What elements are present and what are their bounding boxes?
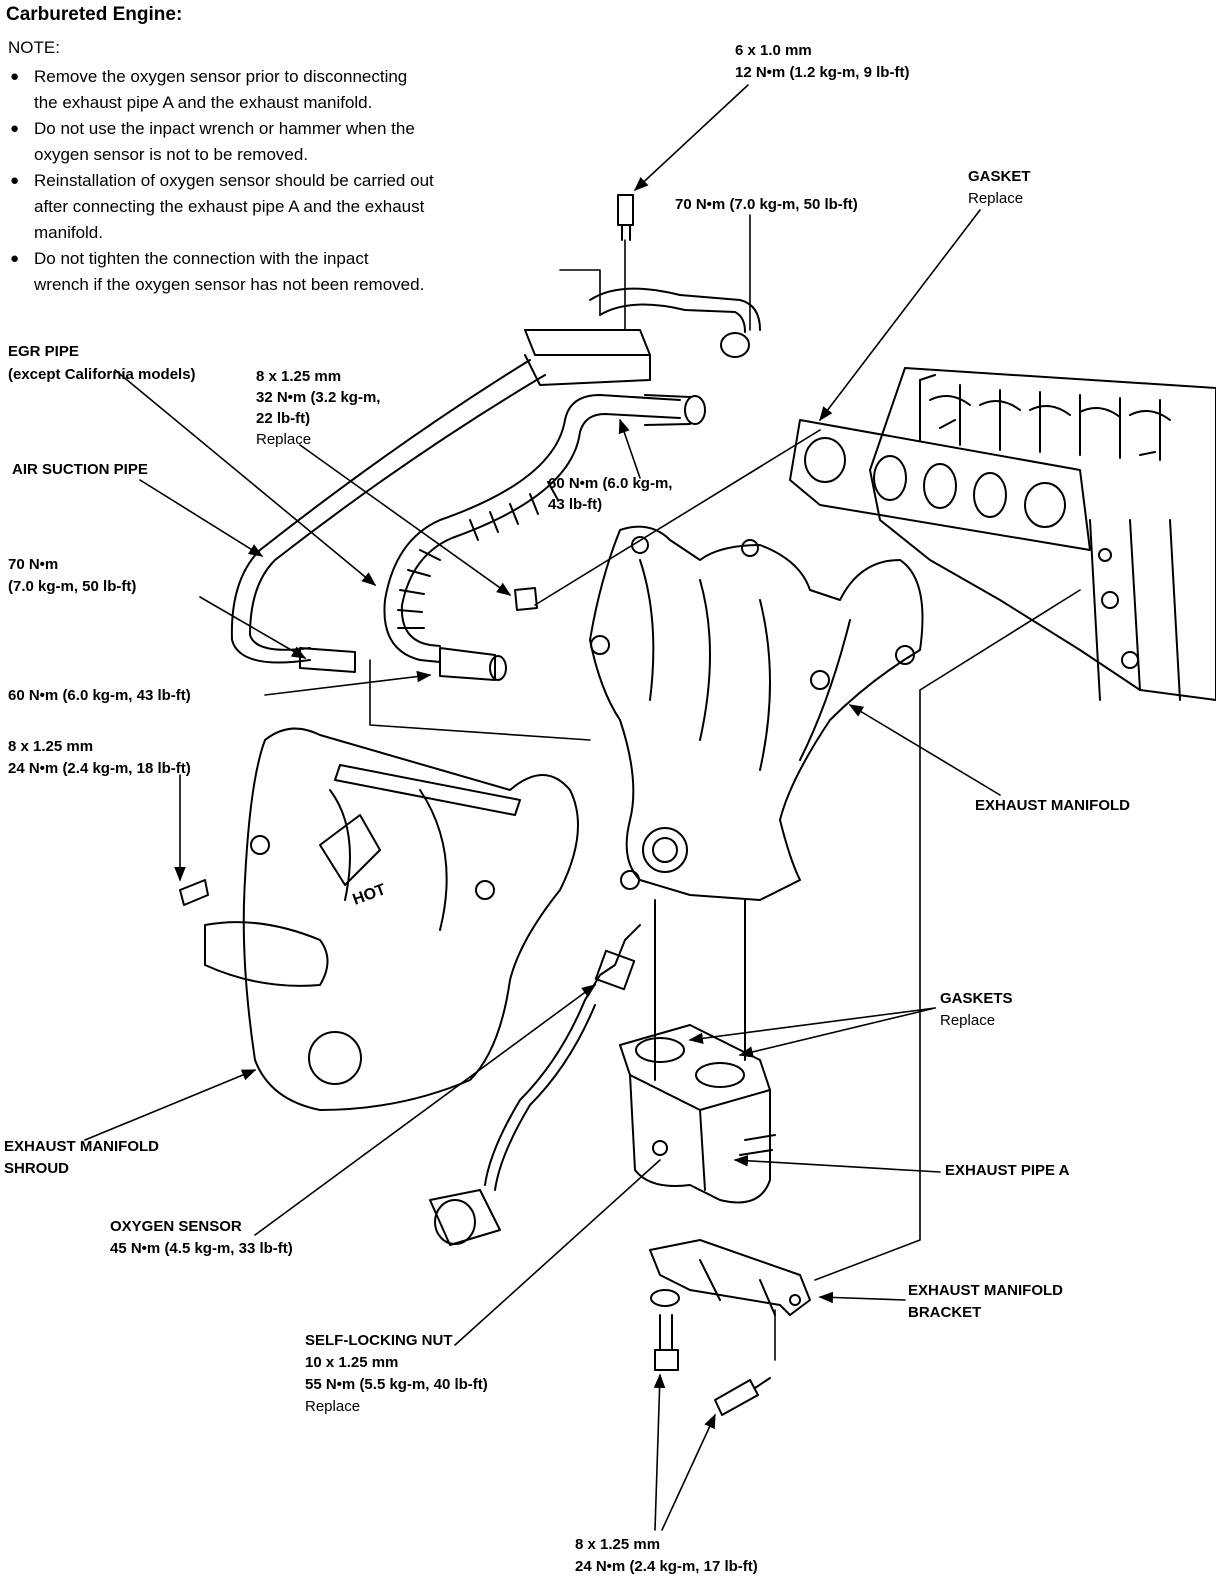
note-line: the exhaust pipe A and the exhaust manif… — [34, 93, 373, 112]
note-item: Remove the oxygen sensor prior to discon… — [8, 64, 568, 116]
note-item: Reinstallation of oxygen sensor should b… — [8, 168, 568, 246]
label-nut-top-size: 8 x 1.25 mm — [256, 368, 342, 385]
note-line: wrench if the oxygen sensor has not been… — [34, 275, 425, 294]
label-bolt-6x1-size: 6 x 1.0 mm — [735, 42, 812, 59]
oxygen-sensor-assembly — [429, 924, 641, 1246]
label-nut-top-torque-ft: 22 lb-ft) — [256, 410, 311, 427]
label-nut-top-torque: 32 N•m (3.2 kg-m, — [256, 389, 381, 406]
air-suction-hose — [299, 394, 706, 681]
note-line: Remove the oxygen sensor prior to discon… — [34, 67, 408, 86]
exhaust-pipe-a — [619, 1024, 776, 1204]
note-item: Do not tighten the connection with the i… — [8, 246, 568, 298]
note-heading: NOTE: — [8, 38, 60, 57]
studs-and-bolts — [179, 194, 1156, 1081]
label-egr-pipe-note: (except California models) — [8, 366, 196, 383]
exhaust-manifold-shroud — [204, 727, 579, 1111]
label-self-locking-nut-size: 10 x 1.25 mm — [305, 1354, 399, 1371]
label-gaskets-replace: Replace — [940, 1012, 996, 1029]
exhaust-manifold — [589, 525, 924, 901]
label-self-locking-nut-torque: 55 N•m (5.5 kg-m, 40 lb-ft) — [305, 1376, 488, 1393]
note-line: Do not tighten the connection with the i… — [34, 249, 369, 268]
page-title: Carbureted Engine: — [6, 4, 183, 25]
label-oxygen-sensor-torque: 45 N•m (4.5 kg-m, 33 lb-ft) — [110, 1240, 293, 1257]
label-nut-top-replace: Replace — [256, 431, 312, 448]
exhaust-manifold-bracket — [649, 1239, 811, 1416]
label-bolt-6x1-torque: 12 N•m (1.2 kg-m, 9 lb-ft) — [735, 64, 910, 81]
note-line: oxygen sensor is not to be removed. — [34, 145, 309, 164]
cylinder-head — [869, 367, 1216, 701]
note-line: manifold. — [34, 223, 103, 242]
notes-list: Remove the oxygen sensor prior to discon… — [8, 64, 568, 298]
label-gasket-replace: Replace — [968, 190, 1024, 207]
label-self-locking-nut-replace: Replace — [305, 1398, 361, 1415]
label-gasket: GASKET — [968, 168, 1031, 185]
label-torque-60-hose-ft: 43 lb-ft) — [548, 496, 603, 513]
label-torque-60-left: 60 N•m (6.0 kg-m, 43 lb-ft) — [8, 687, 191, 704]
note-line: Do not use the inpact wrench or hammer w… — [34, 119, 415, 138]
note-line: after connecting the exhaust pipe A and … — [34, 197, 425, 216]
label-self-locking-nut: SELF-LOCKING NUT — [305, 1332, 453, 1349]
label-gaskets: GASKETS — [940, 990, 1013, 1007]
note-line: Reinstallation of oxygen sensor should b… — [34, 171, 434, 190]
label-torque-60-hose: 60 N•m (6.0 kg-m, — [548, 475, 673, 492]
label-shroud-2: SHROUD — [4, 1160, 70, 1177]
label-egr-pipe: EGR PIPE — [8, 343, 79, 360]
label-bolt-bottom-size: 8 x 1.25 mm — [575, 1536, 661, 1553]
label-torque-70-left: 70 N•m — [8, 556, 59, 573]
label-oxygen-sensor: OXYGEN SENSOR — [110, 1218, 242, 1235]
manifold-gasket — [789, 419, 1091, 551]
label-bracket: EXHAUST MANIFOLD — [908, 1282, 1063, 1299]
label-exhaust-pipe-a: EXHAUST PIPE A — [945, 1162, 1070, 1179]
label-bolt-left-torque: 24 N•m (2.4 kg-m, 18 lb-ft) — [8, 760, 191, 777]
label-torque-70-top: 70 N•m (7.0 kg-m, 50 lb-ft) — [675, 196, 858, 213]
shroud-logo: HOT — [351, 881, 389, 909]
egr-pipe — [230, 287, 761, 664]
leader-lines — [84, 84, 1081, 1531]
label-shroud: EXHAUST MANIFOLD — [4, 1138, 159, 1155]
label-bolt-bottom-torque: 24 N•m (2.4 kg-m, 17 lb-ft) — [575, 1558, 758, 1575]
label-bracket-2: BRACKET — [908, 1304, 982, 1321]
label-exhaust-manifold: EXHAUST MANIFOLD — [975, 797, 1130, 814]
note-item: Do not use the inpact wrench or hammer w… — [8, 116, 568, 168]
label-torque-70-left-units: (7.0 kg-m, 50 lb-ft) — [8, 578, 137, 595]
label-bolt-left-size: 8 x 1.25 mm — [8, 738, 94, 755]
label-air-suction-pipe: AIR SUCTION PIPE — [12, 461, 148, 478]
